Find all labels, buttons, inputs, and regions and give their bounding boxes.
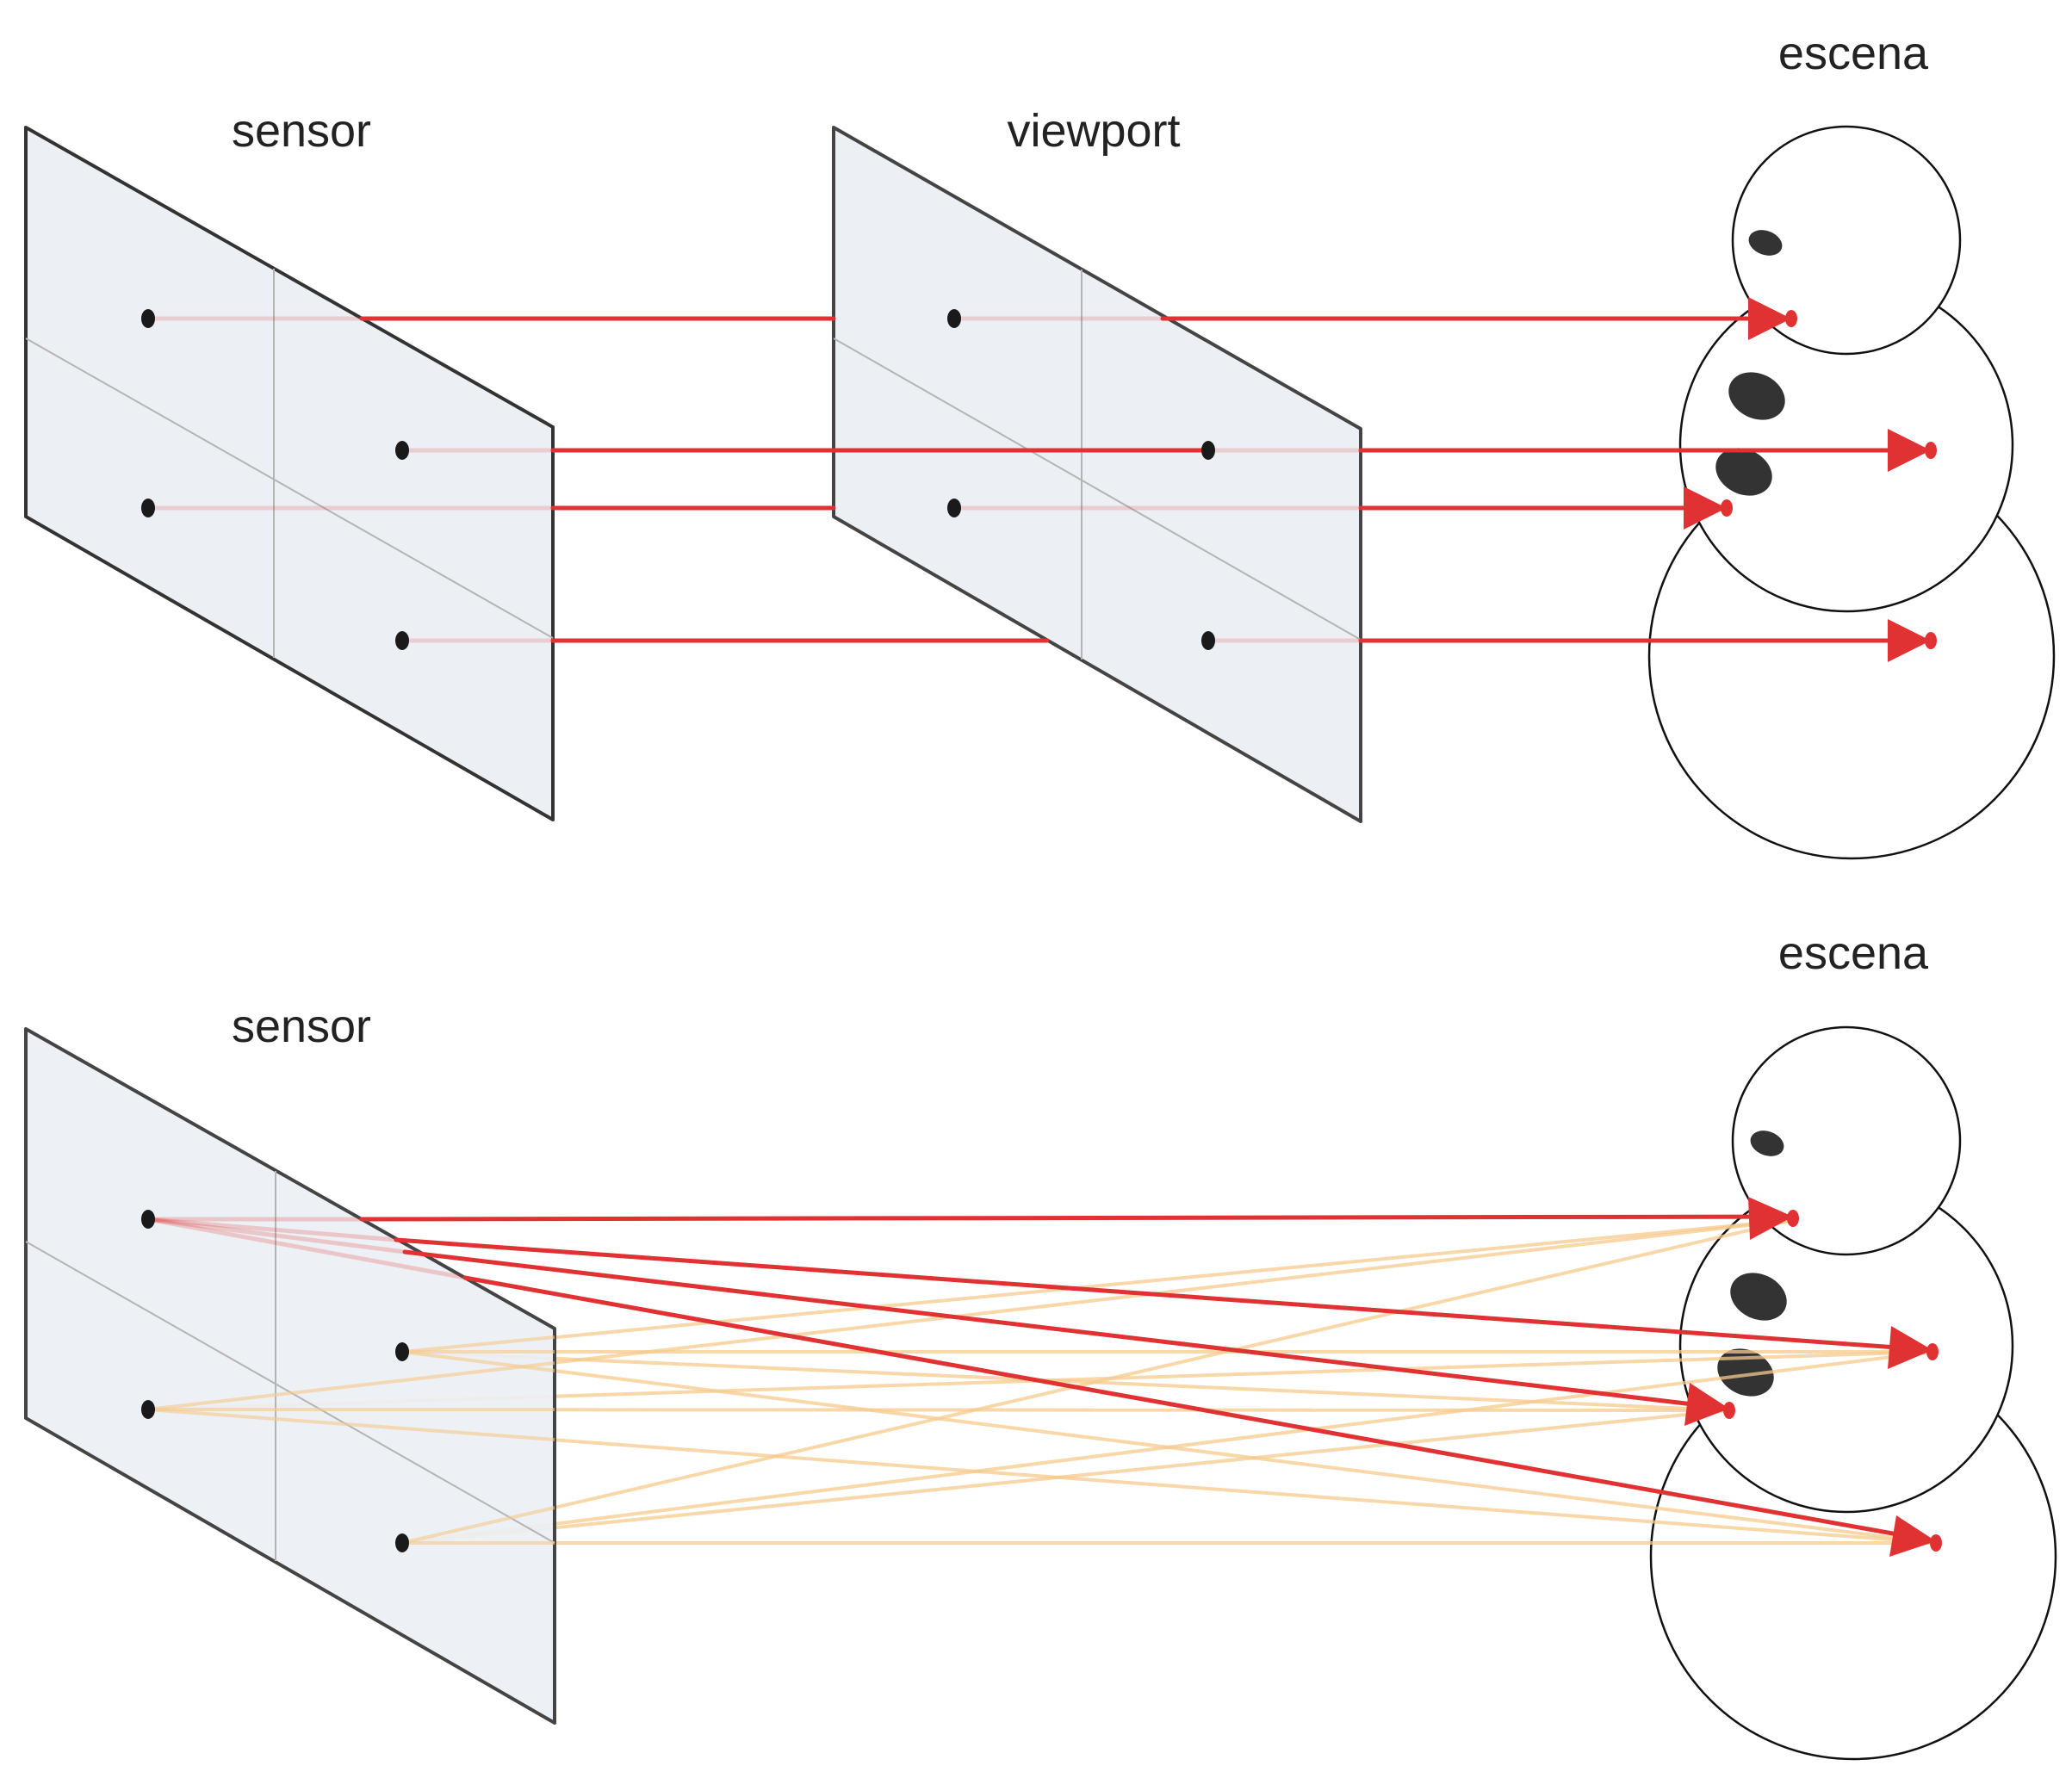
bottom-primary-rays (146, 1197, 1939, 1557)
top-arrowhead-1 (1748, 297, 1791, 340)
sensor-point (141, 499, 155, 517)
bottom-ray-2 (394, 1237, 1935, 1353)
scene-hit-point (1925, 632, 1937, 649)
bottom-scene-label: escena (1778, 927, 1929, 979)
scene-hit-point (1925, 442, 1937, 459)
snowman-button-upper (1730, 1273, 1787, 1321)
snowman-button-lower (1717, 1348, 1774, 1397)
top-viewport-label: viewport (1007, 105, 1180, 157)
bottom-arrowhead-3 (1684, 1383, 1729, 1426)
snowman-head-ball (1731, 1025, 1962, 1256)
scene-hit-point (1721, 499, 1733, 517)
scene-hit-point (1787, 1210, 1799, 1227)
sensor-point (141, 309, 155, 328)
bottom-ray-1 (359, 1214, 1796, 1222)
snowman-head-ball (1731, 125, 1962, 356)
bottom-arrowhead-4 (1889, 1515, 1936, 1557)
bottom-ray-3 (402, 1249, 1732, 1411)
bottom-ray-4 (462, 1275, 1939, 1544)
top-viewport-panel (832, 126, 1362, 823)
viewport-point (1201, 441, 1215, 460)
sensor-point (395, 1533, 409, 1552)
top-scene-label: escena (1778, 28, 1929, 79)
viewport-point (947, 309, 961, 328)
scene-hit-point (1930, 1534, 1942, 1552)
sensor-point (395, 1342, 409, 1361)
sensor-point (141, 1400, 155, 1419)
snowman-eye (1750, 1131, 1784, 1156)
top-scene-snowman (1647, 125, 2056, 860)
top-diagram: sensor viewport escena (24, 28, 2056, 860)
scene-hit-point (1785, 310, 1797, 327)
snowman-eye (1748, 230, 1783, 256)
top-rays (146, 297, 1932, 662)
sensor-point (395, 441, 409, 460)
scene-hit-point (1723, 1402, 1735, 1419)
snowman-button-lower (1715, 448, 1772, 496)
top-arrowhead-4 (1888, 619, 1931, 662)
bottom-sensor-label: sensor (232, 1001, 371, 1052)
bottom-scene-snowman (1649, 1025, 2057, 1761)
sensor-point (395, 631, 409, 650)
top-arrowhead-3 (1684, 486, 1727, 530)
bottom-sensor-panel (24, 1027, 556, 1725)
top-arrowhead-2 (1888, 429, 1931, 472)
snowman-button-upper (1728, 372, 1785, 420)
viewport-point (1201, 631, 1215, 650)
sensor-point (141, 1210, 155, 1229)
bottom-arrowhead-2 (1888, 1326, 1932, 1369)
bottom-sample-points (141, 1210, 1942, 1552)
top-sample-points (141, 309, 1937, 650)
top-sensor-label: sensor (232, 105, 371, 157)
scene-hit-point (1926, 1343, 1939, 1360)
bottom-diagram: sensor escena (24, 927, 2057, 1761)
bottom-scatter-rays-front (147, 1335, 555, 1545)
bottom-arrowhead-1 (1748, 1197, 1793, 1240)
viewport-point (947, 499, 961, 517)
top-sensor-panel (24, 126, 555, 821)
